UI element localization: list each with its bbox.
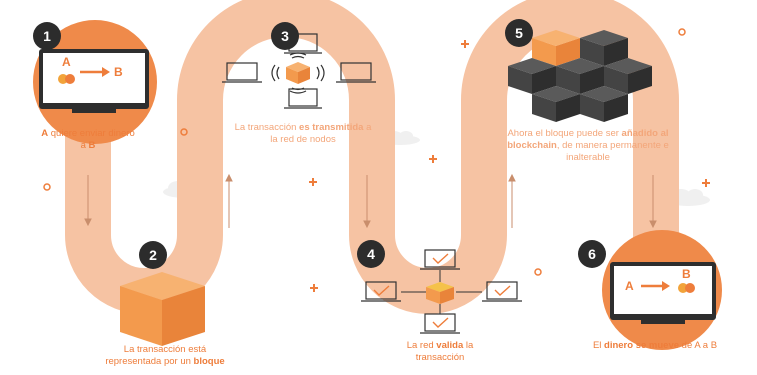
cube-icon (426, 282, 454, 304)
screen-to-label: B (114, 65, 123, 79)
circle-icon (534, 268, 542, 276)
coin-icon (685, 283, 695, 293)
svg-text:4: 4 (367, 246, 375, 262)
step-number-badge: 3 (271, 22, 299, 50)
screen-from-label: A (625, 279, 634, 293)
down-arrow-icon (84, 175, 92, 227)
caption-text: La red (406, 340, 437, 351)
step-1-illustration: A B (33, 20, 157, 144)
down-arrow-icon (649, 175, 657, 229)
screen-from-label: A (62, 55, 71, 69)
up-arrow-icon (508, 173, 516, 228)
process-path (65, 0, 679, 314)
coin-icon (58, 74, 68, 84)
step-number-badge: 2 (139, 241, 167, 269)
step-number-badge: 5 (505, 19, 533, 47)
plus-icon (702, 179, 710, 187)
step-5-caption: Ahora el bloque puede ser añadido al blo… (497, 128, 679, 164)
laptop-icon (222, 33, 376, 109)
wifi-signal-icon (271, 52, 325, 94)
caption-text: añadido al blockchain (507, 128, 669, 151)
step-6-caption: El dinero se mueve de A a B (590, 340, 720, 352)
caption-text: valida (436, 340, 464, 351)
step-2-caption: La transacción está representada por un … (95, 344, 235, 368)
circle-icon (180, 128, 188, 136)
caption-text: A (41, 128, 49, 139)
caption-text: a la red de nodos (270, 122, 372, 145)
step-2-cube-icon (120, 272, 205, 346)
down-arrow-icon (363, 175, 371, 229)
screen-to-label: B (682, 267, 691, 281)
step-3-caption: La transacción es transmitida a la red d… (233, 122, 373, 146)
step-5-blockchain-icon (508, 30, 652, 122)
step-4-caption: La red valida la transacción (385, 340, 495, 364)
plus-icon (461, 40, 469, 48)
caption-text: de A a B (679, 340, 718, 351)
svg-text:1: 1 (43, 28, 51, 44)
caption-text: la transacción (415, 340, 474, 363)
checkmark-icon (373, 253, 511, 328)
coin-icon (65, 74, 75, 84)
step-number-badge: 1 (33, 22, 61, 50)
cube-icon (286, 62, 310, 84)
circle-icon (678, 28, 686, 36)
plus-icon (310, 284, 318, 292)
caption-text: , de manera permanente e inalterable (556, 140, 669, 163)
step-4-illustration (361, 249, 522, 334)
caption-text: bloque (193, 356, 225, 367)
svg-text:5: 5 (515, 25, 523, 41)
caption-text: La transacción (234, 122, 300, 133)
svg-text:3: 3 (281, 28, 289, 44)
caption-text: El (592, 340, 605, 351)
caption-text: Ahora el bloque puede ser (507, 128, 622, 139)
caption-text: quiere enviar dinero a (48, 128, 135, 151)
plus-icon (429, 155, 437, 163)
step-number-badge: 6 (578, 240, 606, 268)
svg-text:2: 2 (149, 247, 157, 263)
caption-text: B (88, 140, 96, 151)
svg-text:6: 6 (588, 246, 596, 262)
step-6-illustration: A B (602, 230, 722, 350)
caption-text: dinero se mueve (604, 340, 680, 351)
up-arrow-icon (225, 173, 233, 228)
step-1-caption: A quiere enviar dinero a B (38, 128, 138, 152)
plus-icon (309, 178, 317, 186)
coin-icon (678, 283, 688, 293)
step-number-badge: 4 (357, 240, 385, 268)
circle-icon (43, 183, 51, 191)
caption-text: La transacción está representada por un (105, 344, 207, 367)
caption-text: es transmitida (299, 122, 364, 133)
step-3-illustration (222, 33, 376, 109)
